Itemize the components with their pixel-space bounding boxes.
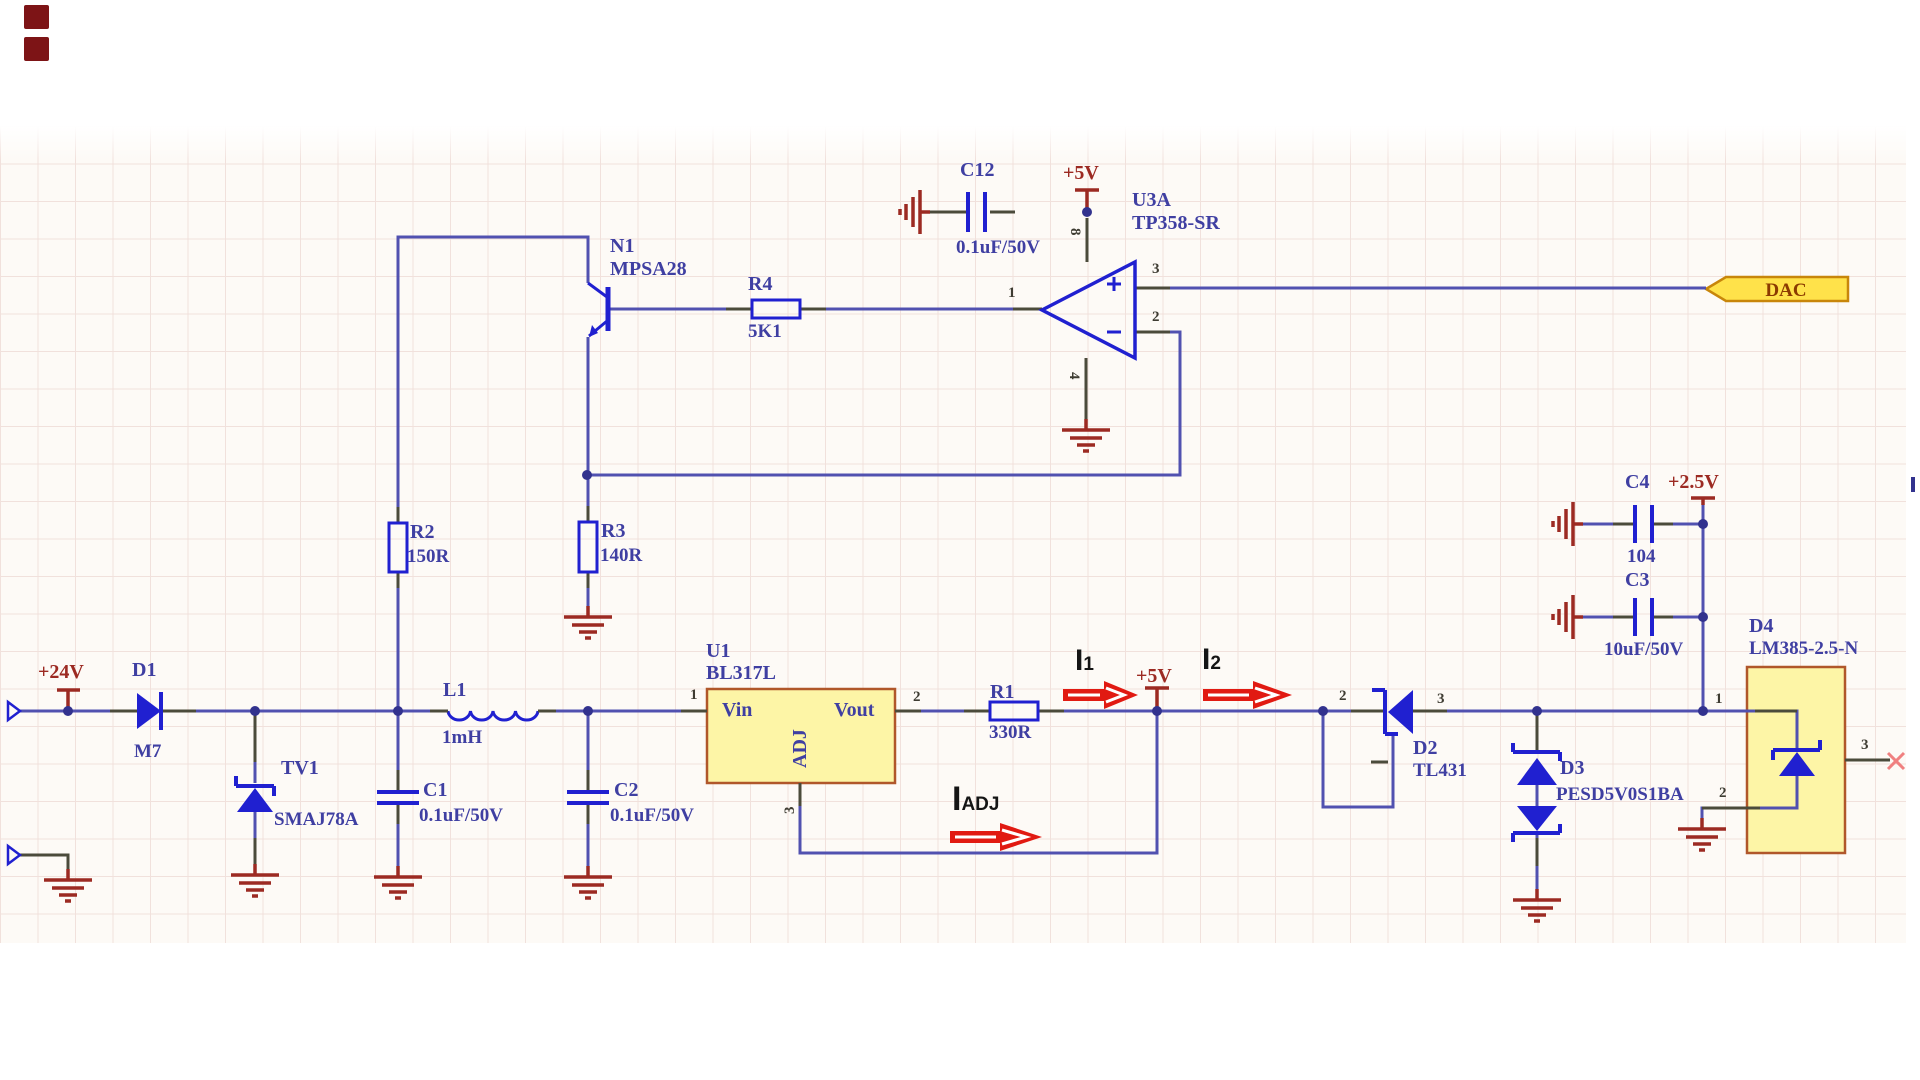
c1-value: 0.1uF/50V bbox=[419, 805, 503, 826]
u1-ref: U1 bbox=[706, 640, 731, 662]
u1-pin-2: 2 bbox=[913, 689, 921, 705]
zener-d4[interactable] bbox=[1771, 740, 1822, 776]
d2-pin-2: 2 bbox=[1339, 688, 1347, 704]
resistor-r4[interactable] bbox=[750, 298, 802, 320]
corner-mark-1 bbox=[24, 5, 49, 29]
resistor-r1[interactable] bbox=[988, 700, 1040, 722]
diode-d1[interactable] bbox=[137, 692, 163, 730]
d4-ref: D4 bbox=[1749, 615, 1774, 637]
d2-part: TL431 bbox=[1413, 760, 1467, 781]
u1-part: BL317L bbox=[706, 662, 777, 684]
tvs-d3[interactable] bbox=[1511, 743, 1562, 842]
transistor-n1[interactable] bbox=[587, 281, 611, 338]
r1-ref: R1 bbox=[990, 681, 1015, 703]
d2-ref: D2 bbox=[1413, 737, 1438, 759]
d4-pin-3: 3 bbox=[1861, 737, 1869, 753]
tvs-tv1[interactable] bbox=[234, 776, 276, 812]
opamp-u3a[interactable] bbox=[1038, 259, 1137, 361]
resistor-r2[interactable] bbox=[387, 521, 409, 574]
c2-value: 0.1uF/50V bbox=[610, 805, 694, 826]
l1-ref: L1 bbox=[443, 679, 467, 701]
regulator-u1-body[interactable] bbox=[705, 687, 897, 785]
r3-value: 140R bbox=[600, 545, 643, 566]
pin-stubs bbox=[110, 210, 1890, 866]
r4-ref: R4 bbox=[748, 273, 773, 295]
power-symbols[interactable] bbox=[57, 188, 1715, 711]
u1-pin-name-vout: Vout bbox=[834, 699, 875, 721]
power-label-2v5: +2.5V bbox=[1668, 471, 1719, 493]
c12-value: 0.1uF/50V bbox=[956, 237, 1040, 258]
n1-ref: N1 bbox=[610, 235, 635, 257]
r1-value: 330R bbox=[989, 722, 1032, 743]
d1-part: M7 bbox=[134, 741, 162, 762]
u1-pin-name-vin: Vin bbox=[722, 699, 753, 721]
u1-pin-1: 1 bbox=[690, 687, 698, 703]
u3a-pin-3: 3 bbox=[1152, 261, 1160, 277]
current-arrow-i1 bbox=[1063, 681, 1138, 709]
n1-part: MPSA28 bbox=[610, 258, 687, 280]
capacitor-c2[interactable] bbox=[567, 790, 609, 805]
r3-ref: R3 bbox=[601, 520, 626, 542]
c2-ref: C2 bbox=[614, 779, 639, 801]
current-label-iadj: IADJ bbox=[952, 780, 1000, 818]
d3-part: PESD5V0S1BA bbox=[1556, 784, 1684, 805]
c4-value: 104 bbox=[1627, 546, 1656, 567]
current-arrow-i2 bbox=[1203, 681, 1292, 709]
u3a-pin-2: 2 bbox=[1152, 309, 1160, 325]
u1-pin-3: 3 bbox=[782, 806, 798, 815]
c4-ref: C4 bbox=[1625, 471, 1650, 493]
junction-dots bbox=[63, 207, 1708, 716]
capacitor-c1[interactable] bbox=[377, 790, 419, 805]
wires[interactable] bbox=[18, 235, 1915, 889]
u3a-ref: U3A bbox=[1132, 189, 1171, 211]
no-connect-x bbox=[1886, 751, 1906, 771]
c3-value: 10uF/50V bbox=[1604, 639, 1684, 660]
schematic-grid bbox=[0, 126, 1906, 943]
dac-port-flag[interactable] bbox=[1703, 275, 1850, 303]
d4-pin-1: 1 bbox=[1715, 691, 1723, 707]
u1-pin-name-adj: ADJ bbox=[789, 729, 811, 768]
tv1-part: SMAJ78A bbox=[274, 809, 359, 830]
c3-ref: C3 bbox=[1625, 569, 1650, 591]
input-port-bottom[interactable] bbox=[6, 843, 23, 867]
power-label-24v: +24V bbox=[38, 661, 84, 683]
corner-mark-2 bbox=[24, 37, 49, 61]
c12-ref: C12 bbox=[960, 159, 995, 181]
r2-value: 150R bbox=[407, 546, 450, 567]
l1-value: 1mH bbox=[442, 727, 483, 748]
capacitor-c12[interactable] bbox=[966, 192, 987, 232]
current-label-i2: I2 bbox=[1202, 643, 1221, 676]
shunt-regulator-d2[interactable] bbox=[1372, 688, 1413, 736]
d4-pin-2: 2 bbox=[1719, 785, 1727, 801]
d2-pin-3: 3 bbox=[1437, 691, 1445, 707]
d4-part: LM385-2.5-N bbox=[1749, 638, 1859, 659]
r4-value: 5K1 bbox=[748, 321, 782, 342]
dac-port-label[interactable]: DAC bbox=[1765, 280, 1807, 301]
current-label-i1: I1 bbox=[1075, 644, 1094, 677]
capacitor-c4[interactable] bbox=[1633, 505, 1654, 543]
u3a-pin-8: 8 bbox=[1067, 228, 1083, 236]
d1-ref: D1 bbox=[132, 659, 157, 681]
u3a-part: TP358-SR bbox=[1132, 212, 1220, 234]
u3a-pin-4: 4 bbox=[1066, 372, 1082, 380]
input-port-top[interactable] bbox=[6, 699, 23, 723]
power-label-5v-rail: +5V bbox=[1136, 665, 1172, 687]
capacitor-c3[interactable] bbox=[1633, 598, 1654, 636]
c1-ref: C1 bbox=[423, 779, 448, 801]
current-arrow-iadj bbox=[950, 823, 1042, 851]
r2-ref: R2 bbox=[410, 521, 435, 543]
power-label-5v-opamp: +5V bbox=[1063, 162, 1099, 184]
tv1-ref: TV1 bbox=[281, 757, 319, 779]
u3a-pin-1: 1 bbox=[1008, 285, 1016, 301]
d3-ref: D3 bbox=[1560, 757, 1585, 779]
resistor-r3[interactable] bbox=[577, 520, 599, 574]
